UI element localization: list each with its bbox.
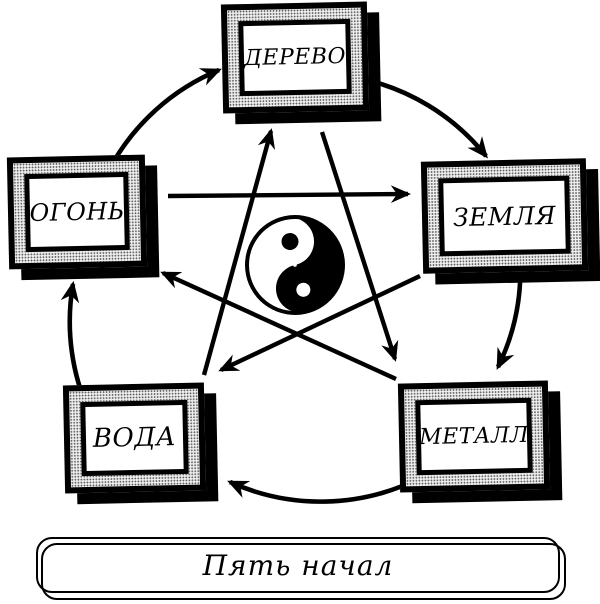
- arrow-water-to-wood: [201, 128, 276, 376]
- arrow-fire-to-earth: [167, 185, 412, 204]
- arrow-earth-to-metal: [495, 257, 523, 370]
- caption-text: Пять начал: [202, 548, 394, 582]
- arrow-wood-to-earth: [357, 75, 488, 159]
- element-box-earth: ЗЕМЛЯ: [420, 158, 589, 274]
- element-box-fire-frame: ОГОНЬ: [24, 171, 130, 253]
- inner-star-arrows: [160, 128, 421, 382]
- element-box-earth-frame: ЗЕМЛЯ: [438, 175, 571, 257]
- element-box-water-frame: ВОДА: [80, 399, 189, 477]
- yin-yang-icon: [245, 215, 345, 315]
- arrow-wood-to-metal: [319, 131, 399, 362]
- element-box-metal-frame: МЕТАЛЛ: [415, 397, 533, 476]
- element-box-wood-frame: ДЕРЕВО: [238, 18, 352, 97]
- element-label-wood: ДЕРЕВО: [243, 43, 347, 72]
- caption-box: Пять начал: [36, 537, 560, 593]
- arrow-metal-to-water: [227, 475, 422, 504]
- element-label-metal: МЕТАЛЛ: [418, 422, 530, 451]
- element-label-earth: ЗЕМЛЯ: [452, 200, 557, 232]
- element-label-water: ВОДА: [92, 422, 177, 454]
- element-label-fire: ОГОНЬ: [29, 197, 125, 227]
- arrow-metal-to-fire: [160, 270, 397, 382]
- element-box-metal: МЕТАЛЛ: [397, 380, 551, 493]
- arrow-fire-to-wood: [107, 67, 222, 170]
- arrow-earth-to-water: [218, 274, 421, 372]
- element-box-water: ВОДА: [62, 382, 207, 494]
- element-box-wood: ДЕРЕВО: [220, 1, 370, 114]
- element-box-fire: ОГОНЬ: [6, 154, 148, 270]
